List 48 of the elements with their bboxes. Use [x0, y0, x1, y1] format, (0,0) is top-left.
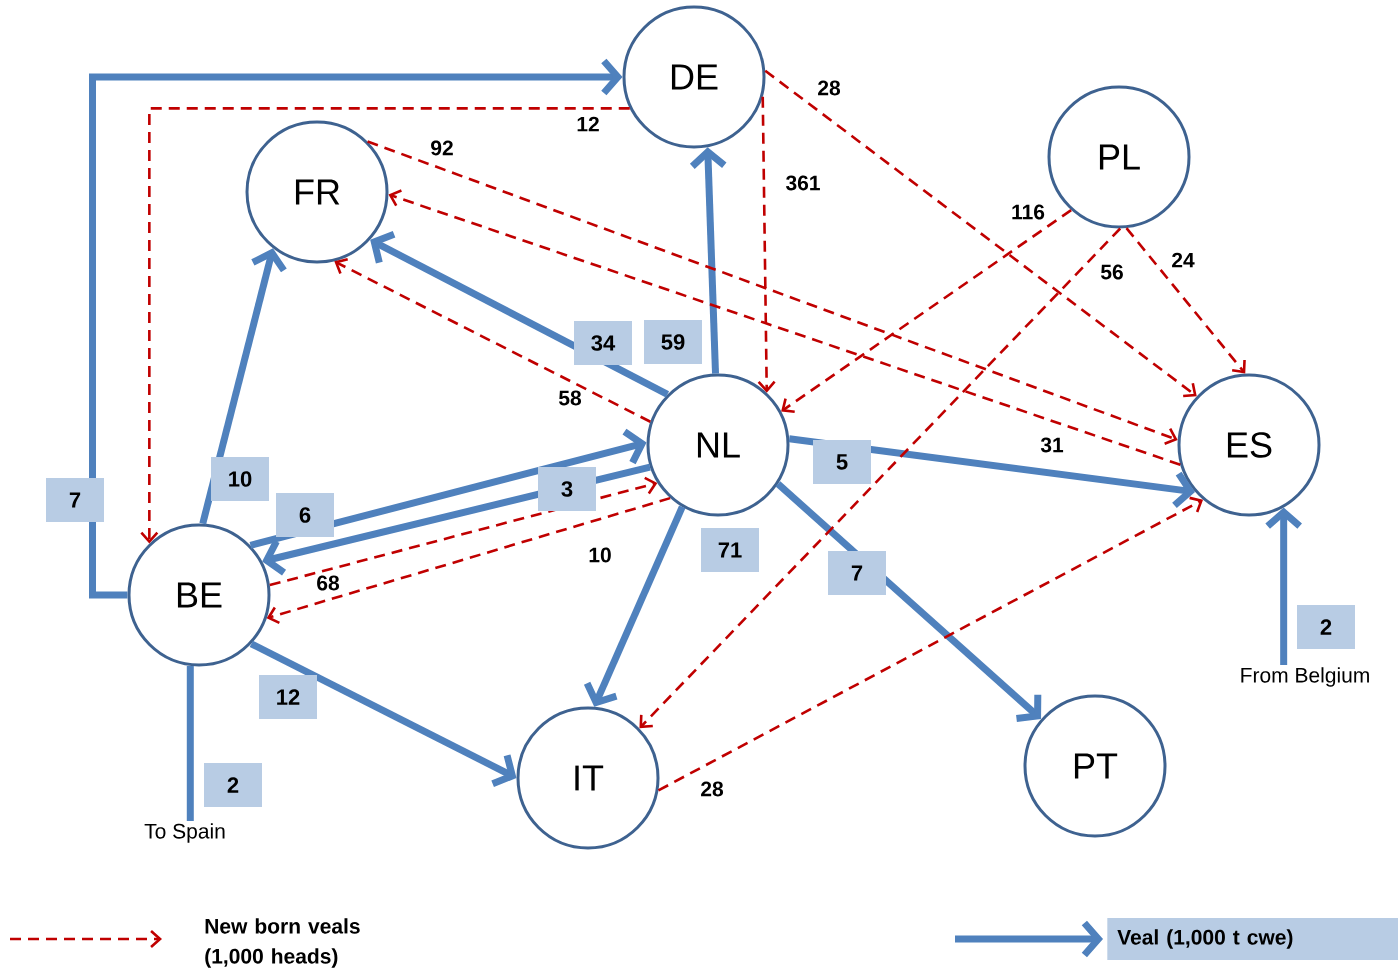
arrow: [788, 435, 1196, 508]
legend-text: New born veals (1,000 heads): [205, 918, 360, 968]
destination-label: From Belgium: [1241, 667, 1369, 687]
value-box: 2: [204, 763, 262, 807]
arrow: [1125, 227, 1246, 374]
arrow: [199, 248, 287, 525]
edge-label: 68: [315, 574, 341, 592]
value-box: 6: [276, 493, 334, 537]
arrow: [249, 428, 647, 549]
arrow: [370, 231, 670, 398]
arrow: [367, 140, 1178, 445]
arrow: [781, 209, 1072, 414]
arrow: [583, 505, 686, 707]
edge-label: 12: [575, 115, 601, 133]
value-box: 7: [828, 551, 886, 595]
value-box: 34: [574, 321, 632, 365]
value-box: 12: [259, 675, 317, 719]
arrow: [269, 476, 658, 587]
value-box: 71: [701, 528, 759, 572]
arrow: [388, 189, 1181, 466]
destination-label: To Spain: [144, 823, 225, 843]
edge-label: 56: [1099, 263, 1125, 281]
arrow: [249, 640, 517, 788]
value-box: 2: [1297, 605, 1355, 649]
edge-label: 361: [784, 174, 822, 192]
legend-text: Veal (1,000 t cwe): [1107, 918, 1398, 960]
arrow: [334, 257, 651, 423]
value-box: 3: [538, 467, 596, 511]
value-box: 59: [644, 320, 702, 364]
arrow: [775, 481, 1042, 723]
edge-label: 116: [1010, 203, 1046, 221]
arrow: [266, 496, 671, 624]
edge-label: 58: [557, 389, 583, 407]
edge-label: 31: [1039, 436, 1065, 454]
arrow: [764, 69, 1197, 398]
edge-label: 28: [816, 79, 842, 97]
value-box: 10: [211, 457, 269, 501]
edge-label: 10: [587, 546, 613, 564]
value-box: 7: [46, 478, 104, 522]
arrow: [657, 496, 1204, 792]
arrow: [757, 96, 776, 393]
edge-label: 28: [699, 780, 725, 798]
arrow: [140, 107, 630, 544]
arrow: [639, 227, 1122, 729]
edge-label: 24: [1170, 251, 1196, 269]
value-box: 5: [813, 440, 871, 484]
arrow: [89, 58, 623, 599]
edge-label: 92: [429, 139, 455, 157]
